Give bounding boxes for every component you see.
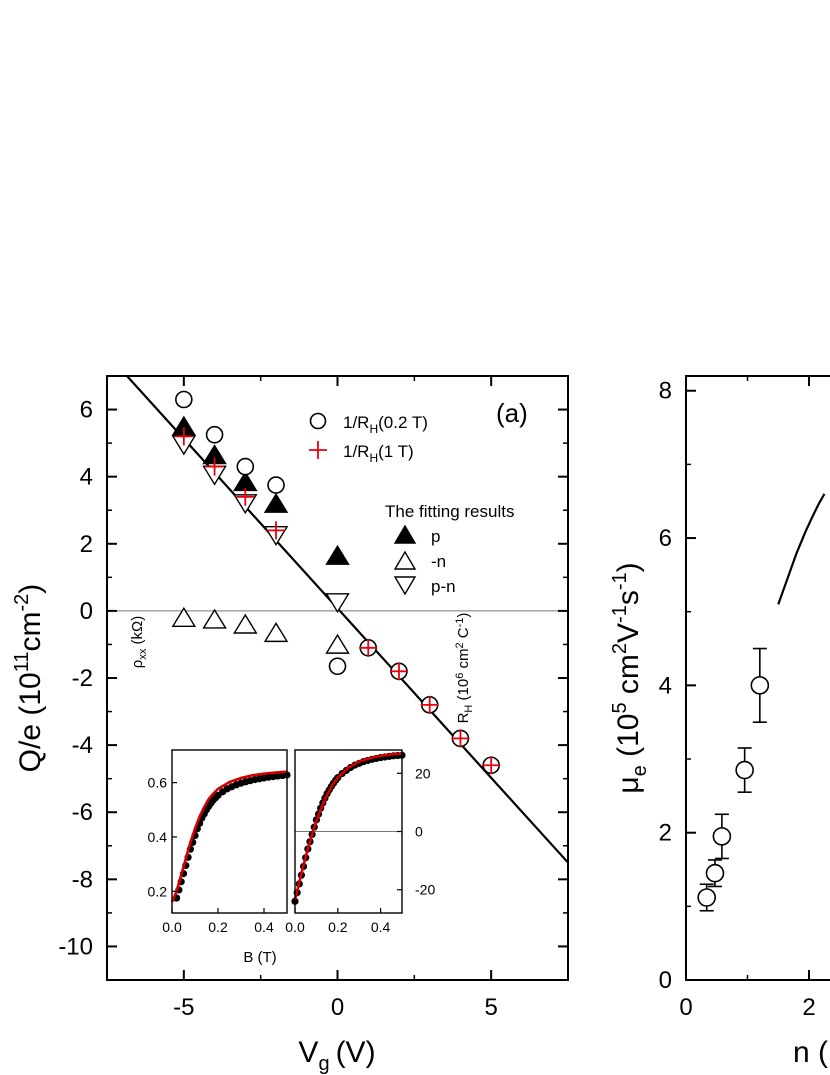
marker-hall-1T xyxy=(236,487,255,506)
marker-hall-1T xyxy=(267,521,286,540)
y-tick-label-b: 2 xyxy=(659,820,672,847)
inset-rho-x-tick-label: 0.2 xyxy=(208,919,228,935)
inset-rho-fit-curve xyxy=(170,770,288,903)
y-tick-label-b: 8 xyxy=(659,378,672,405)
inset-rh-fit-curve xyxy=(293,752,403,901)
inset-rho-frame xyxy=(171,749,288,914)
inset-rho-xx: 0.0 0.2 0.4 0.6 0.4 0.2 xyxy=(148,749,291,935)
legend-marker-filled-up-triangle xyxy=(393,524,417,544)
marker-hall-0.2T xyxy=(267,476,285,494)
mobility-marker xyxy=(712,827,732,846)
y-tick-label: -4 xyxy=(72,732,93,759)
marker-neg-n xyxy=(171,606,197,627)
linear-fit-line xyxy=(126,375,569,864)
fit-line xyxy=(126,375,569,864)
legend-marker-open-down-triangle xyxy=(393,576,417,596)
marker-hall-0.2T xyxy=(328,657,347,676)
marker-p xyxy=(263,492,289,513)
marker-p-minus-n xyxy=(325,593,350,614)
y-tick-label: 0 xyxy=(80,598,93,625)
y-tick-label: 4 xyxy=(80,464,93,491)
axis-ticks-b: 8 6 4 2 00 2 xyxy=(659,376,816,1021)
marker-p xyxy=(325,544,350,565)
legend-label-hall-02: 1/RH(0.2 T) xyxy=(343,413,428,436)
mobility-curve xyxy=(777,493,826,605)
marker-hall-1T xyxy=(482,756,501,775)
inset-rho-y-tick-label: 0.4 xyxy=(148,829,168,845)
mobility-markers xyxy=(697,647,770,912)
inset-rho-y-tick-label: 0.2 xyxy=(148,883,168,899)
inset-rh-y-tick-label: 0 xyxy=(415,824,423,840)
marker-neg-n xyxy=(263,622,289,643)
marker-hall-1T xyxy=(205,457,224,476)
inset-rh-x-tick-label: 0.0 xyxy=(285,919,305,935)
y-tick-label-b: 6 xyxy=(659,525,672,552)
inset-right-y-axis-label: RH (106 cm2 C-1) xyxy=(454,613,475,724)
marker-hall-0.2T xyxy=(205,425,224,444)
legend-label-p-minus-n: p-n xyxy=(431,577,456,596)
marker-hall-1T xyxy=(389,662,408,681)
x-axis-label: Vg(V) xyxy=(298,1036,375,1075)
mobility-marker xyxy=(697,888,717,907)
legend: 1/RH(0.2 T) 1/RH(1 T) The fitting result… xyxy=(309,412,514,596)
x-tick-label: -5 xyxy=(173,994,194,1021)
legend-marker-open-up-triangle xyxy=(393,550,417,570)
legend-label-hall-1: 1/RH(1 T) xyxy=(343,442,414,465)
inset-rh-y-tick-label: -20 xyxy=(415,882,435,898)
data-markers xyxy=(171,390,501,775)
y-tick-label-b: 0 xyxy=(659,967,672,994)
x-tick-label: 5 xyxy=(484,994,497,1021)
plot-frame-b xyxy=(685,375,830,981)
x-tick-label: 0 xyxy=(331,994,344,1021)
legend-label-p: p xyxy=(431,527,440,546)
inset-rho-x-tick-label: 0.4 xyxy=(254,919,274,935)
marker-hall-1T xyxy=(451,729,470,748)
marker-neg-n xyxy=(233,613,258,634)
inset-rh-y-tick-label: 20 xyxy=(415,765,431,781)
y-tick-label: -6 xyxy=(72,799,93,826)
inset-rho-y-tick-label: 0.6 xyxy=(148,775,168,791)
mobility-curve-line xyxy=(777,493,826,605)
y-tick-label: -10 xyxy=(58,933,93,960)
inset-rh-x-tick-label: 0.2 xyxy=(328,919,348,935)
inset-rho-x-tick-label: 0.0 xyxy=(162,919,182,935)
y-tick-label: -8 xyxy=(72,866,93,893)
marker-hall-1T xyxy=(359,638,378,657)
legend-marker-red-plus xyxy=(309,441,327,459)
x-axis-label-b: n ( xyxy=(793,1036,828,1069)
legend-heading-fitting: The fitting results xyxy=(385,502,514,521)
marker-neg-n xyxy=(325,633,350,654)
x-tick-label-b: 2 xyxy=(802,994,815,1021)
marker-hall-0.2T xyxy=(236,457,255,476)
panel-b: 8 6 4 2 00 2 μe (105 cm2V-1s-1) n ( xyxy=(609,375,830,1069)
plot-frame xyxy=(106,375,569,981)
y-axis-label: Q/e (1011cm-2) xyxy=(11,584,47,773)
marker-hall-0.2T xyxy=(175,390,193,409)
legend-label-neg-n: -n xyxy=(431,552,446,571)
marker-hall-1T xyxy=(174,427,193,446)
x-tick-label-b: 0 xyxy=(679,994,692,1021)
inset-x-axis-label: B (T) xyxy=(243,949,276,966)
y-tick-label: 6 xyxy=(80,397,93,424)
marker-hall-1T xyxy=(420,695,439,714)
inset-left-y-axis-label: ρxx (kΩ) xyxy=(129,616,149,668)
panel-label: (a) xyxy=(496,398,528,428)
y-axis-label-b: μe (105 cm2V-1s-1) xyxy=(609,562,651,793)
inset-hall-coefficient: 0.0 0.2 0.4 20 0 -20 xyxy=(285,749,435,935)
marker-neg-n xyxy=(202,608,227,629)
mobility-marker xyxy=(750,676,770,695)
y-tick-label: 2 xyxy=(80,531,93,558)
y-tick-label-b: 4 xyxy=(659,672,672,699)
legend-marker-open-circle xyxy=(309,412,327,430)
y-tick-label: -2 xyxy=(72,665,93,692)
mobility-marker xyxy=(735,760,754,780)
mobility-marker xyxy=(705,863,725,883)
inset-rh-x-tick-label: 0.4 xyxy=(371,919,391,935)
